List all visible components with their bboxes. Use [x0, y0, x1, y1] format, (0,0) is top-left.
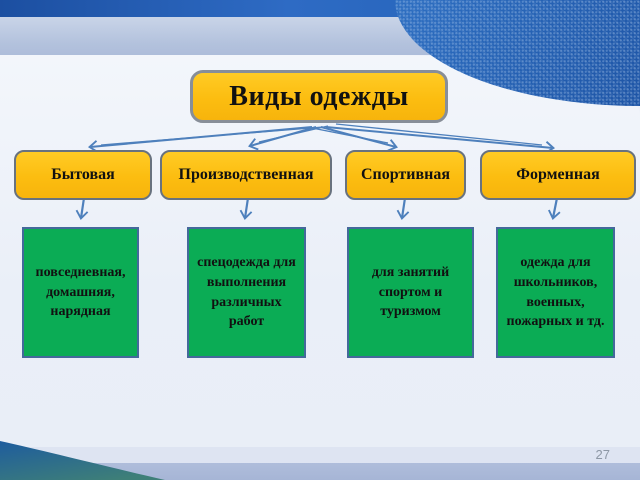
category-node-uniform: Форменная [480, 150, 636, 200]
category-node-industrial: Производственная [160, 150, 332, 200]
description-node-household: повседневная, домашняя, нарядная [22, 227, 139, 358]
bottom-band-dark [0, 463, 640, 480]
description-node-industrial: спецодежда для выполнения различных рабо… [187, 227, 306, 358]
description-node-sport: для занятий спортом и туризмом [347, 227, 474, 358]
page-number: 27 [595, 447, 610, 462]
description-node-uniform: одежда для школьников, военных, пожарных… [496, 227, 615, 358]
title-node: Виды одежды [190, 70, 448, 123]
corner-wave [0, 441, 165, 480]
bottom-band-light [0, 447, 640, 463]
category-node-household: Бытовая [14, 150, 152, 200]
category-node-sport: Спортивная [345, 150, 466, 200]
